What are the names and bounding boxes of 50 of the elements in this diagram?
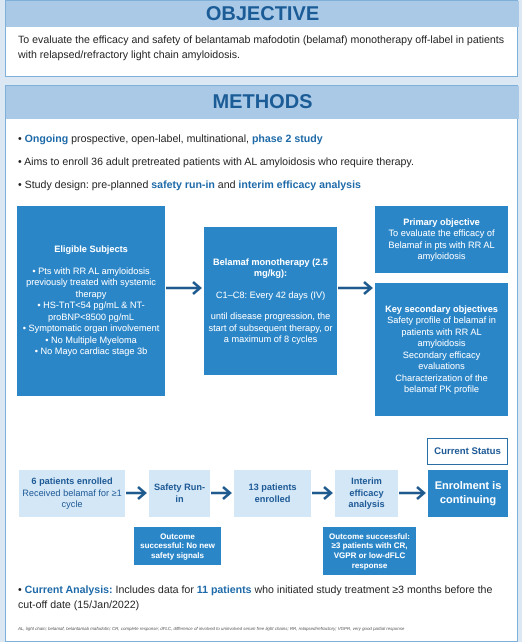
box-heading: Eligible Subjects	[54, 244, 128, 256]
process-box	[17, 206, 165, 396]
box-text: To evaluate the efficacy of Belamaf in pts with RR AL amyloidosis	[387, 228, 496, 262]
box-heading: Belamaf monotherapy (2.5 mg/kg):	[212, 256, 329, 280]
box-text: • No Multiple Myeloma	[45, 334, 137, 346]
process-box	[375, 206, 508, 273]
arrow	[166, 280, 202, 296]
box-text: Safety Run-in	[152, 482, 206, 505]
box-text: • No Mayo cardiac stage 3b	[34, 346, 148, 358]
arrow	[399, 486, 426, 500]
box-text: • Symptomatic organ involvement	[22, 323, 160, 335]
box-text: • HS-TnT<54 pg/mL & NT-proBNP<8500 pg/mL	[36, 300, 146, 324]
arrow	[126, 486, 146, 500]
box-heading: 6 patients enrolled	[31, 476, 113, 488]
section-heading: OBJECTIVE	[6, 1, 519, 27]
bullet-text: • Current Analysis: Includes data for 11 patients who initiated study treatment ≥3 months before the cut-off date (15/Jan/2022)	[18, 583, 494, 614]
box-text: • Pts with RR AL amyloidosis previously treated with systemic therapy	[25, 266, 157, 300]
box-text: Received belamaf for ≥1 cycle	[22, 488, 122, 511]
process-box	[375, 283, 508, 416]
arrow	[211, 486, 232, 500]
step-box	[19, 470, 125, 517]
arrow	[338, 280, 372, 296]
box-text: until disease progression, the start of subsequent therapy, or a maximum of 8 cycles	[208, 311, 333, 346]
bullet-text: • Aims to enroll 36 adult pretreated patients with AL amyloidosis who require therapy.	[18, 155, 415, 170]
box-text: C1–C8: Every 42 days (IV)	[216, 290, 326, 301]
section-heading: METHODS	[6, 86, 519, 119]
bullet-text: • Study design: pre-planned safety run-in and interim efficacy analysis	[18, 178, 362, 193]
step-box	[335, 470, 398, 517]
box-text: Safety profile of belamaf in patients with RR AL amyloidosis	[386, 315, 497, 350]
box-text: Characterization of the belamaf PK profile	[394, 372, 489, 396]
box-heading: Key secondary objectives	[385, 304, 498, 315]
box-text: 13 patients enrolled	[248, 482, 298, 505]
step-box	[234, 470, 311, 517]
box-text: Current Status	[434, 446, 501, 457]
process-box	[134, 527, 221, 565]
status-box	[427, 438, 508, 465]
section-panel	[5, 0, 518, 77]
process-box	[204, 227, 337, 375]
step-box	[149, 470, 210, 517]
objective-text: To evaluate the efficacy and safety of belantamab mafodotin (belamaf) monotherapy off-label in patients with relapsed/refractory light chain amyloidosis.	[18, 33, 506, 64]
box-text: Secondary efficacy evaluations	[402, 350, 482, 372]
process-box	[428, 470, 508, 517]
section-panel	[5, 85, 518, 642]
box-heading: Primary objective	[403, 216, 480, 228]
box-text: Outcome successful: No new safety signals	[139, 532, 216, 560]
arrow	[312, 486, 332, 500]
bullet-text: • Ongoing prospective, open-label, multinational, phase 2 study	[18, 132, 324, 147]
box-text: Outcome successful: ≥3 patients with CR, VGPR or low-dFLC response	[328, 532, 411, 570]
box-text: Enrolment is continuing	[434, 480, 502, 508]
box-text: Interim efficacy analysis	[347, 476, 386, 511]
